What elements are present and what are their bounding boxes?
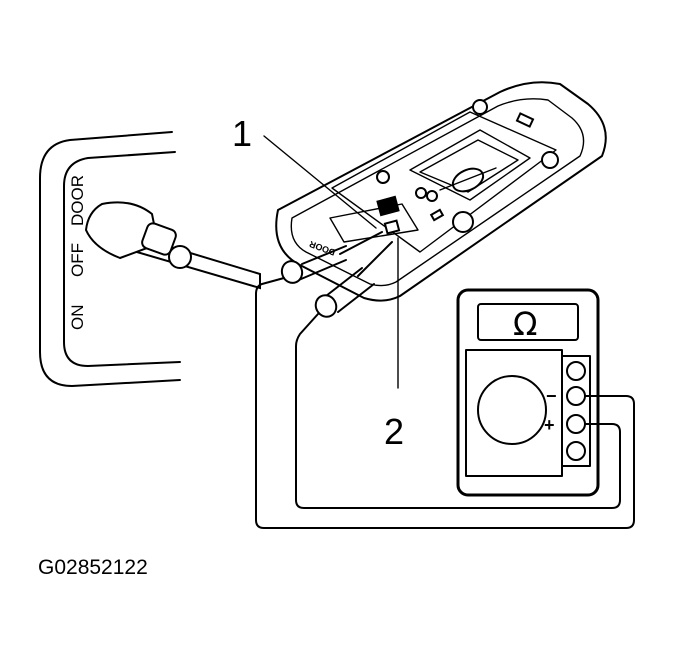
screw-hole-1 [472,99,488,115]
tab-2 [429,208,445,222]
test-lead-1 [255,277,635,529]
meter-jack-3 [566,414,586,434]
meter-plus-mark: + [544,415,555,435]
test-lead-2 [295,313,621,509]
lamp-housing-rim [290,98,585,287]
callout-1-leader [263,135,377,229]
meter-jack-1 [566,361,586,381]
callout-2-label: 2 [384,411,404,452]
lamp-reflector-frame [409,129,531,201]
detail-inner-outline [63,151,181,367]
interior-lamp-assembly: DOOR [275,81,607,302]
test-probe-2 [314,241,393,318]
switch-terminal-1 [376,195,400,217]
screw-hole-2 [541,151,559,169]
switch-detail-view: ON OFF DOOR [39,131,261,387]
meter-minus-mark: − [546,386,557,406]
ohmmeter: Ω − + [456,288,600,497]
meter-jack-panel [561,355,591,467]
bulb [439,167,497,193]
meter-jack-4 [566,441,586,461]
meter-dial [477,375,547,445]
screw-hole-3 [452,211,474,233]
test-probe-1 [280,231,383,284]
lamp-housing-outline [275,81,607,302]
meter-face [465,349,563,477]
meter-body [456,288,600,497]
switch-terminal-2 [383,219,401,235]
meter-unit-symbol: Ω [513,305,537,343]
screw-hole-4 [376,170,390,184]
meter-jack-2 [566,386,586,406]
tab-1 [515,112,535,128]
detail-outer-outline [39,131,181,387]
screw-hole-6 [415,187,427,199]
meter-display [477,303,579,341]
switch-label-on: ON [68,305,87,331]
slide-switch-slot [329,203,419,243]
switch-label-off: OFF [68,243,87,277]
callout-1-label: 1 [232,113,252,154]
switch-label-door: DOOR [68,175,87,226]
figure-id: G02852122 [38,556,148,579]
switch-knob [84,201,261,290]
screw-hole-5 [426,190,438,202]
